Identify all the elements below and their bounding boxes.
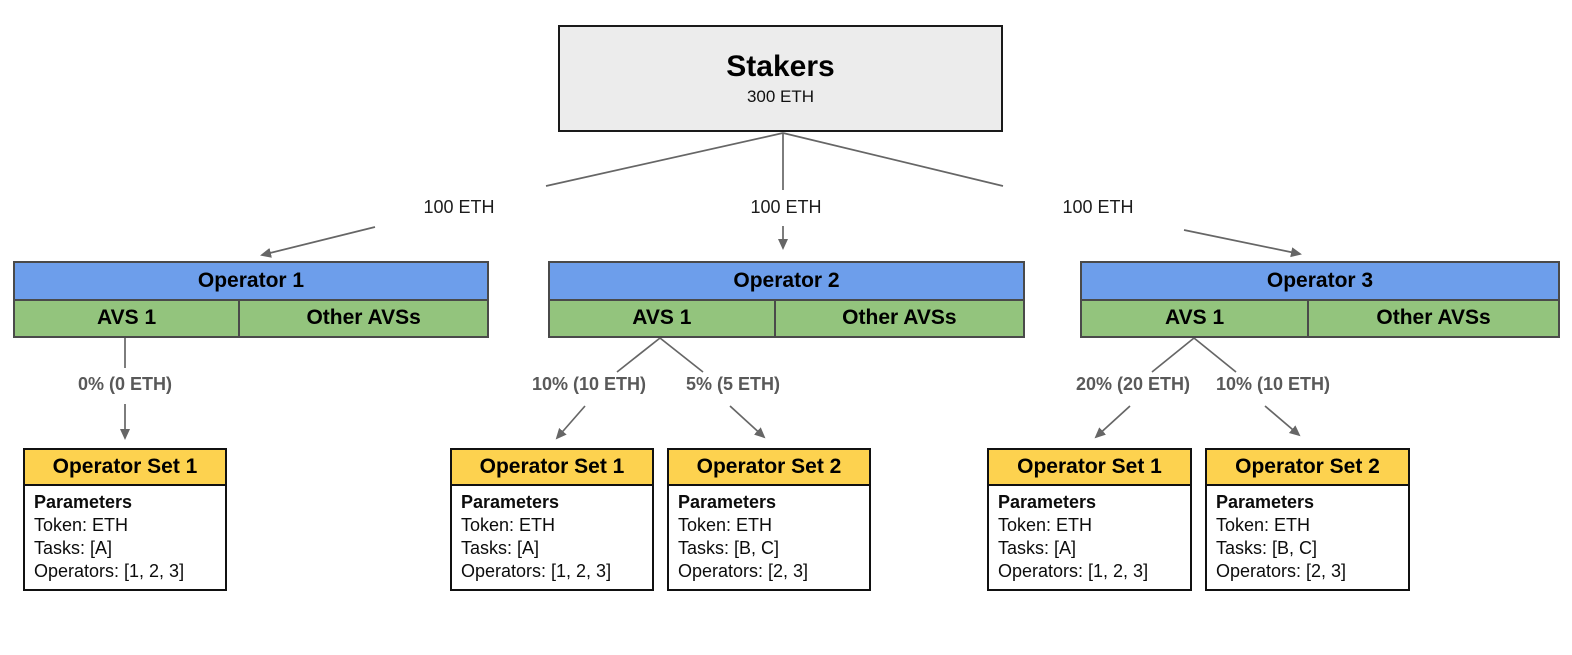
stakers-box: Stakers 300 ETH: [558, 25, 1003, 132]
param-tasks: Tasks: [A]: [34, 538, 113, 558]
edge-op2-avs-left: [616, 337, 661, 373]
operator1-other-avs-cell: Other AVSs: [240, 300, 487, 336]
param-token: Token: ETH: [998, 515, 1093, 535]
param-operators: Operators: [2, 3]: [678, 561, 809, 581]
edge-stakers-operator1-upper: [545, 132, 784, 187]
op3-allocation-label-set2: 10% (10 ETH): [1215, 374, 1331, 394]
op2-allocation-label-set1: 10% (10 ETH): [531, 374, 647, 394]
operator2-table: Operator 2 AVS 1 Other AVSs: [548, 261, 1025, 338]
op1-operator-set1-box: Operator Set 1 Parameters Token: ETH Tas…: [23, 448, 227, 591]
parameters-heading: Parameters: [998, 492, 1097, 512]
operator1-avs1-cell: AVS 1: [15, 300, 239, 336]
op3-operator-set1-header: Operator Set 1: [989, 450, 1190, 486]
edge-op3-set1-arrow: [1094, 405, 1131, 439]
param-operators: Operators: [2, 3]: [1216, 561, 1347, 581]
stakers-title: Stakers: [726, 50, 835, 84]
param-tasks: Tasks: [A]: [998, 538, 1077, 558]
operator3-header: Operator 3: [1082, 263, 1558, 299]
param-tasks: Tasks: [B, C]: [678, 538, 780, 558]
param-operators: Operators: [1, 2, 3]: [34, 561, 185, 581]
edge-op2-set2-arrow: [729, 405, 766, 439]
parameters-heading: Parameters: [34, 492, 133, 512]
operator1-header: Operator 1: [15, 263, 487, 299]
edge-op3-avs-right: [1193, 337, 1237, 373]
op3-operator-set2-box: Operator Set 2 Parameters Token: ETH Tas…: [1205, 448, 1410, 591]
operator3-avs1-cell: AVS 1: [1082, 300, 1308, 336]
operator3-other-avs-cell: Other AVSs: [1309, 300, 1558, 336]
eth-delegation-label-3: 100 ETH: [1062, 197, 1134, 217]
operator1-table: Operator 1 AVS 1 Other AVSs: [13, 261, 489, 338]
op2-allocation-label-set2: 5% (5 ETH): [685, 374, 781, 394]
param-tasks: Tasks: [A]: [461, 538, 540, 558]
op2-operator-set1-header: Operator Set 1: [452, 450, 652, 486]
param-operators: Operators: [1, 2, 3]: [998, 561, 1149, 581]
eth-delegation-label-1: 100 ETH: [423, 197, 495, 217]
stakers-amount: 300 ETH: [746, 86, 815, 106]
edge-stakers-operator1-arrow: [260, 226, 376, 258]
op3-allocation-label-set1: 20% (20 ETH): [1075, 374, 1191, 394]
op2-operator-set1-box: Operator Set 1 Parameters Token: ETH Tas…: [450, 448, 654, 591]
operator2-avs1-cell: AVS 1: [550, 300, 774, 336]
op2-operator-set2-header: Operator Set 2: [669, 450, 869, 486]
operator2-other-avs-cell: Other AVSs: [775, 300, 1023, 336]
parameters-heading: Parameters: [1216, 492, 1315, 512]
param-token: Token: ETH: [34, 515, 129, 535]
operator2-header: Operator 2: [550, 263, 1023, 299]
op3-operator-set1-box: Operator Set 1 Parameters Token: ETH Tas…: [987, 448, 1192, 591]
edge-op3-set2-arrow: [1264, 405, 1301, 437]
param-tasks: Tasks: [B, C]: [1216, 538, 1318, 558]
op2-operator-set2-box: Operator Set 2 Parameters Token: ETH Tas…: [667, 448, 871, 591]
edge-op2-avs-right: [659, 337, 704, 373]
op3-operator-set2-header: Operator Set 2: [1207, 450, 1408, 486]
parameters-heading: Parameters: [678, 492, 777, 512]
eth-delegation-label-2: 100 ETH: [750, 197, 822, 217]
edge-stakers-operator3-arrow: [1183, 229, 1302, 258]
param-token: Token: ETH: [1216, 515, 1311, 535]
op1-operator-set1-header: Operator Set 1: [25, 450, 225, 486]
op1-allocation-label: 0% (0 ETH): [77, 374, 173, 394]
param-token: Token: ETH: [461, 515, 556, 535]
param-operators: Operators: [1, 2, 3]: [461, 561, 612, 581]
param-token: Token: ETH: [678, 515, 773, 535]
edge-op3-avs-left: [1151, 337, 1195, 373]
edge-op2-set1-arrow: [555, 405, 586, 440]
edge-stakers-operator3-upper: [782, 132, 1004, 187]
parameters-heading: Parameters: [461, 492, 560, 512]
operator3-table: Operator 3 AVS 1 Other AVSs: [1080, 261, 1560, 338]
